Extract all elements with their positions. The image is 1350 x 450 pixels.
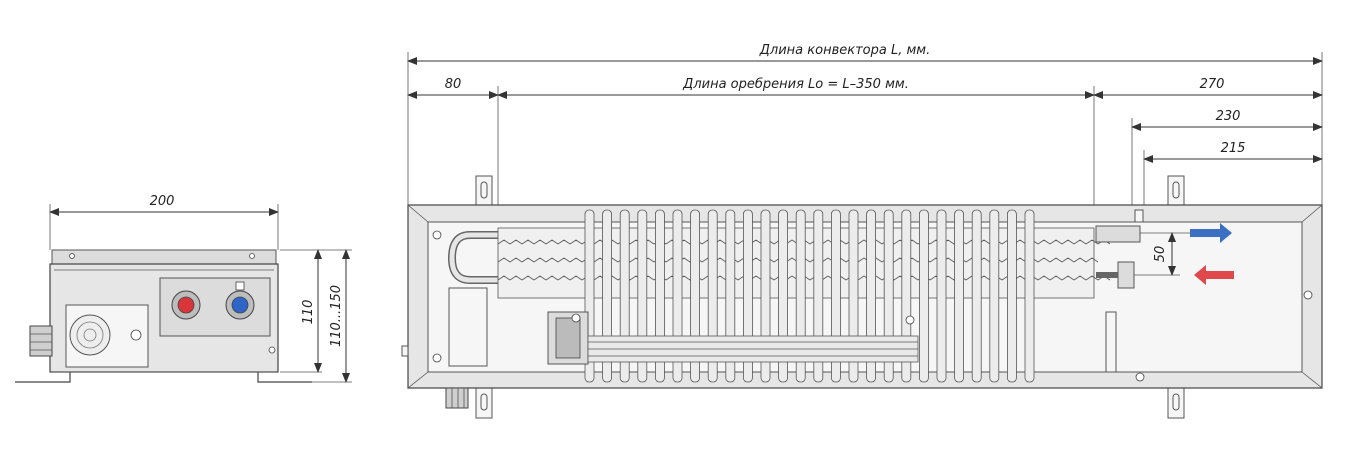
grille-bar [954, 209, 964, 383]
left-offset-label: 80 [445, 77, 462, 92]
fan-motor [69, 314, 111, 356]
return-fitting [1117, 261, 1135, 289]
grille-bar [936, 209, 947, 383]
supply-valve [177, 296, 195, 314]
grille-bar [1024, 209, 1035, 383]
bottom-cable-gland [445, 387, 469, 409]
total-length-label: Длина конвектора L, мм. [759, 43, 930, 58]
pipe-spacing-label: 50 [1153, 246, 1168, 263]
pipe-offset-230-label: 230 [1216, 109, 1241, 124]
side-lid [51, 249, 277, 265]
grille-bar [919, 209, 929, 383]
top-view: Длина конвектора L, мм. 80 Длина оребрен… [401, 43, 1323, 419]
mounting-bracket [475, 175, 1185, 419]
side-width-label: 200 [150, 194, 175, 209]
grille-bar [989, 209, 1000, 383]
arrow-right-blue-icon [1190, 223, 1232, 243]
side-view: 200 110 11 [15, 194, 352, 383]
grille-bar [971, 209, 982, 383]
right-foot [257, 372, 312, 383]
right-offset-label: 270 [1200, 77, 1225, 92]
arrow-left-red-icon [1194, 265, 1234, 285]
left-foot [15, 372, 71, 383]
return-valve [231, 296, 249, 314]
fin-length-label: Длина оребрения Lo = L–350 мм. [682, 77, 909, 92]
side-height-range-label: 110...150 [329, 285, 344, 347]
cable-gland [29, 325, 53, 357]
fan-housing [448, 287, 488, 367]
supply-fitting [1095, 225, 1141, 243]
side-height-label: 110 [301, 300, 316, 325]
lid-screw [249, 253, 255, 259]
lid-screw [69, 253, 75, 259]
grille-bar [1007, 209, 1017, 383]
pipe-offset-215-label: 215 [1221, 141, 1246, 156]
